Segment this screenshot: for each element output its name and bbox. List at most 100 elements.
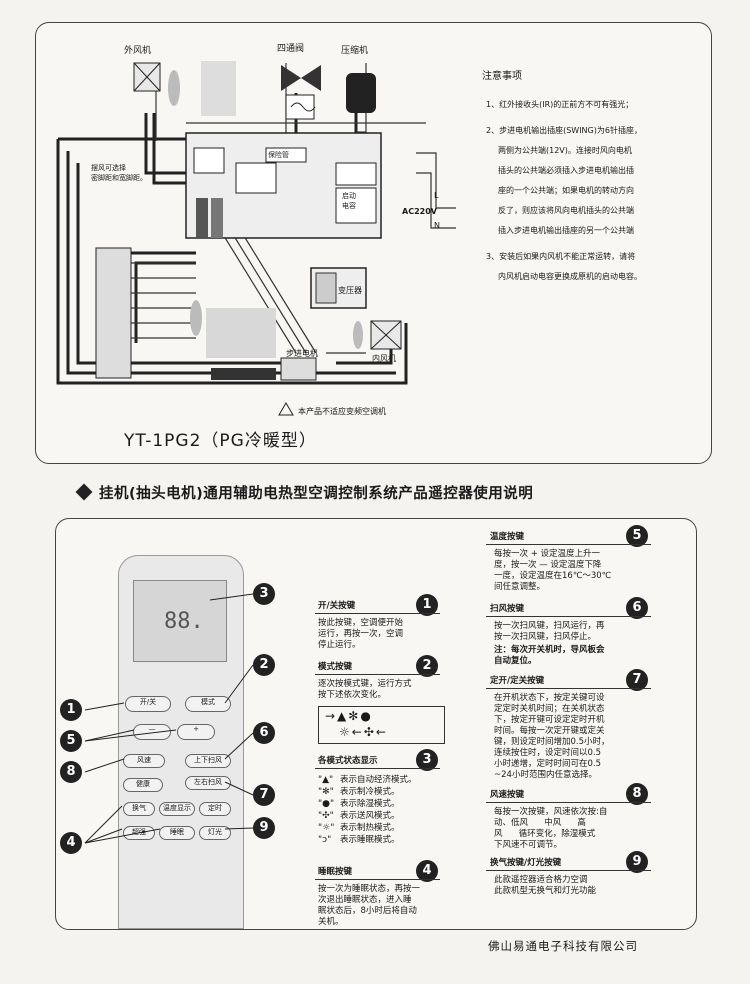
callout-9: 9 [253,817,275,839]
callout-8: 8 [60,761,82,783]
note-line: 插入步进电机输出插座的另一个公共端 [498,226,634,235]
screen-digits: 88. [164,609,204,634]
plus-button[interactable]: + [177,724,215,740]
callout-7: 7 [253,784,275,806]
section-8-badge: 8 [626,783,648,805]
section-6-text: 按一次扫风键，扫风运行，再 按一次扫风键，扫风停止。 [494,621,605,642]
fan-speed-button[interactable]: 风速 [123,754,165,768]
mode-cycle-icons: →▲✻● [325,709,373,723]
note-line: 座的一个公共端；如果电机的转动方向 [498,186,634,195]
line-L-label: L [434,191,439,200]
mode-icon-cool: "✻" [318,787,334,797]
wiring-diagram-panel: 外风机 四通阀 压缩机 摆风可选择 密脚距和宽脚距。 保险管 启动 电容 变压器… [35,22,712,464]
section-9-badge: 9 [626,851,648,873]
mode-symbols: "▲" "✻" "●" "✣" "☼" "ↄ" [318,774,334,846]
section-1-text: 按此按键，空调便开始 运行，再按一次，空调 停止运行。 [318,618,404,650]
mode-icon-heat: "☼" [318,823,335,833]
company-footer: 佛山易通电子科技有限公司 [488,939,638,953]
health-button[interactable]: 健康 [123,778,163,792]
indoor-fan-label: 内风机 [372,354,396,363]
section-5-badge: 5 [626,525,648,547]
section-5-rule [486,544,651,545]
section-5-title: 温度按键 [490,532,525,542]
section-3-badge: 3 [416,749,438,771]
mode-desc: 表示除湿模式。 [340,799,400,809]
mode-desc: 表示制冷模式。 [340,787,400,797]
section-4-text: 按一次为睡眠状态，再按一 次退出睡眠状态，进入睡 眠状态后，8小时后将自动 关机… [318,884,421,927]
four-way-valve-label: 四通阀 [277,44,305,54]
note-line: 两侧为公共端(12V)。连接时风向电机 [498,146,632,155]
swing-note: 摆风可选择 密脚距和宽脚距。 [91,164,147,182]
note-line: 1、红外接收头(IR)的正前方不可有强光； [486,100,634,109]
section-1-badge: 1 [416,594,438,616]
mode-desc: 表示送风模式。 [340,811,400,821]
section-9-title: 换气按键/灯光按键 [490,858,562,868]
section-5-text: 每按一次 + 设定温度上升一 度，按一次 — 设定温度下降 一度，设定温度在16… [494,549,612,592]
mode-icon-fan: "✣" [318,811,334,821]
section-7-title: 定开/定关按键 [490,676,545,686]
section-4-rule [315,879,440,880]
fresh-air-button[interactable]: 换气 [123,802,155,816]
section-2-rule [315,674,440,675]
note-line: 内风机启动电容更换成原机的启动电容。 [498,272,642,281]
power-button[interactable]: 开/关 [125,696,171,712]
notes-list: 1、红外接收头(IR)的正前方不可有强光； 2、步进电机输出插座(SWING)为… [486,99,701,299]
mode-cycle-diagram: →▲✻● ☼←✣← [318,706,445,744]
section-2-title: 模式按键 [318,662,353,672]
swing-ud-button[interactable]: 上下扫风 [185,754,231,768]
note-line: 反了，则应该将风向电机插头的公共端 [498,206,634,215]
callout-6: 6 [253,722,275,744]
section-6-title: 扫风按键 [490,604,525,614]
callout-4: 4 [60,832,82,854]
section-8-title: 风速按键 [490,790,525,800]
outdoor-fan-label: 外风机 [124,46,152,56]
section-1-title: 开/关按键 [318,601,356,611]
section-9-text: 此款遥控器适合格力空调 此款机型无换气和灯光功能 [494,875,597,896]
insurance-label: 保险管 [268,151,289,159]
mode-descriptions: 表示自动经济模式。 表示制冷模式。 表示除湿模式。 表示送风模式。 表示制热模式… [340,774,417,846]
section-1-rule [315,613,440,614]
mode-desc: 表示自动经济模式。 [340,775,417,785]
minus-button[interactable]: — [133,724,171,740]
light-button[interactable]: 灯光 [199,826,231,840]
section-8-rule [486,802,651,803]
sleep-button[interactable]: 睡眠 [159,826,195,840]
section-6-rule [486,616,651,617]
section-3-title: 各模式状态显示 [318,756,378,766]
callout-3: 3 [253,583,275,605]
swing-lr-button[interactable]: 左右扫风 [185,776,231,790]
notes-title: 注意事项 [482,71,522,82]
section-2-badge: 2 [416,655,438,677]
mode-button[interactable]: 模式 [185,696,231,712]
note-line: 插头的公共端必须插入步进电机输出插 [498,166,634,175]
mode-icon-dry: "●" [318,799,335,809]
turbo-button[interactable]: 超强 [123,826,155,840]
section-7-badge: 7 [626,669,648,691]
mode-icon-auto: "▲" [318,775,334,785]
line-N-label: N [434,221,440,230]
ac-voltage-label: AC220V [402,207,437,216]
section-8-text: 每按一次按键，风速依次按:自 动、低风 中风 高 风 循环变化，除湿模式 下风速… [494,807,608,850]
temp-display-button[interactable]: 温度显示 [159,802,195,816]
callout-2: 2 [253,654,275,676]
mode-desc: 表示制热模式。 [340,823,400,833]
stepper-label: 步进电机 [286,349,318,358]
wiring-diagram [56,61,456,416]
warning-text: 本产品不适应变频空调机 [298,407,386,416]
section-6-badge: 6 [626,597,648,619]
callout-1: 1 [60,699,82,721]
callout-5: 5 [60,730,82,752]
section-2-text: 逐次按模式键，运行方式 按下述依次变化。 [318,679,412,700]
section-4-title: 睡眠按键 [318,867,353,877]
heading-diamond-icon [75,483,93,501]
transformer-label: 变压器 [338,286,362,295]
section-9-rule [486,870,651,871]
mode-icon-sleep: "ↄ" [318,835,332,845]
remote-screen: 88. [133,580,227,662]
remote-control: 88. 开/关 模式 — + 风速 上下扫风 健康 左右扫风 换气 温度显示 定… [118,555,244,929]
compressor-label: 压缩机 [341,46,369,56]
section-7-rule [486,688,651,689]
timer-button[interactable]: 定时 [199,802,231,816]
section-3-rule [315,768,440,769]
note-line: 3、安装后如果内风机不能正常运转，请将 [486,252,636,261]
